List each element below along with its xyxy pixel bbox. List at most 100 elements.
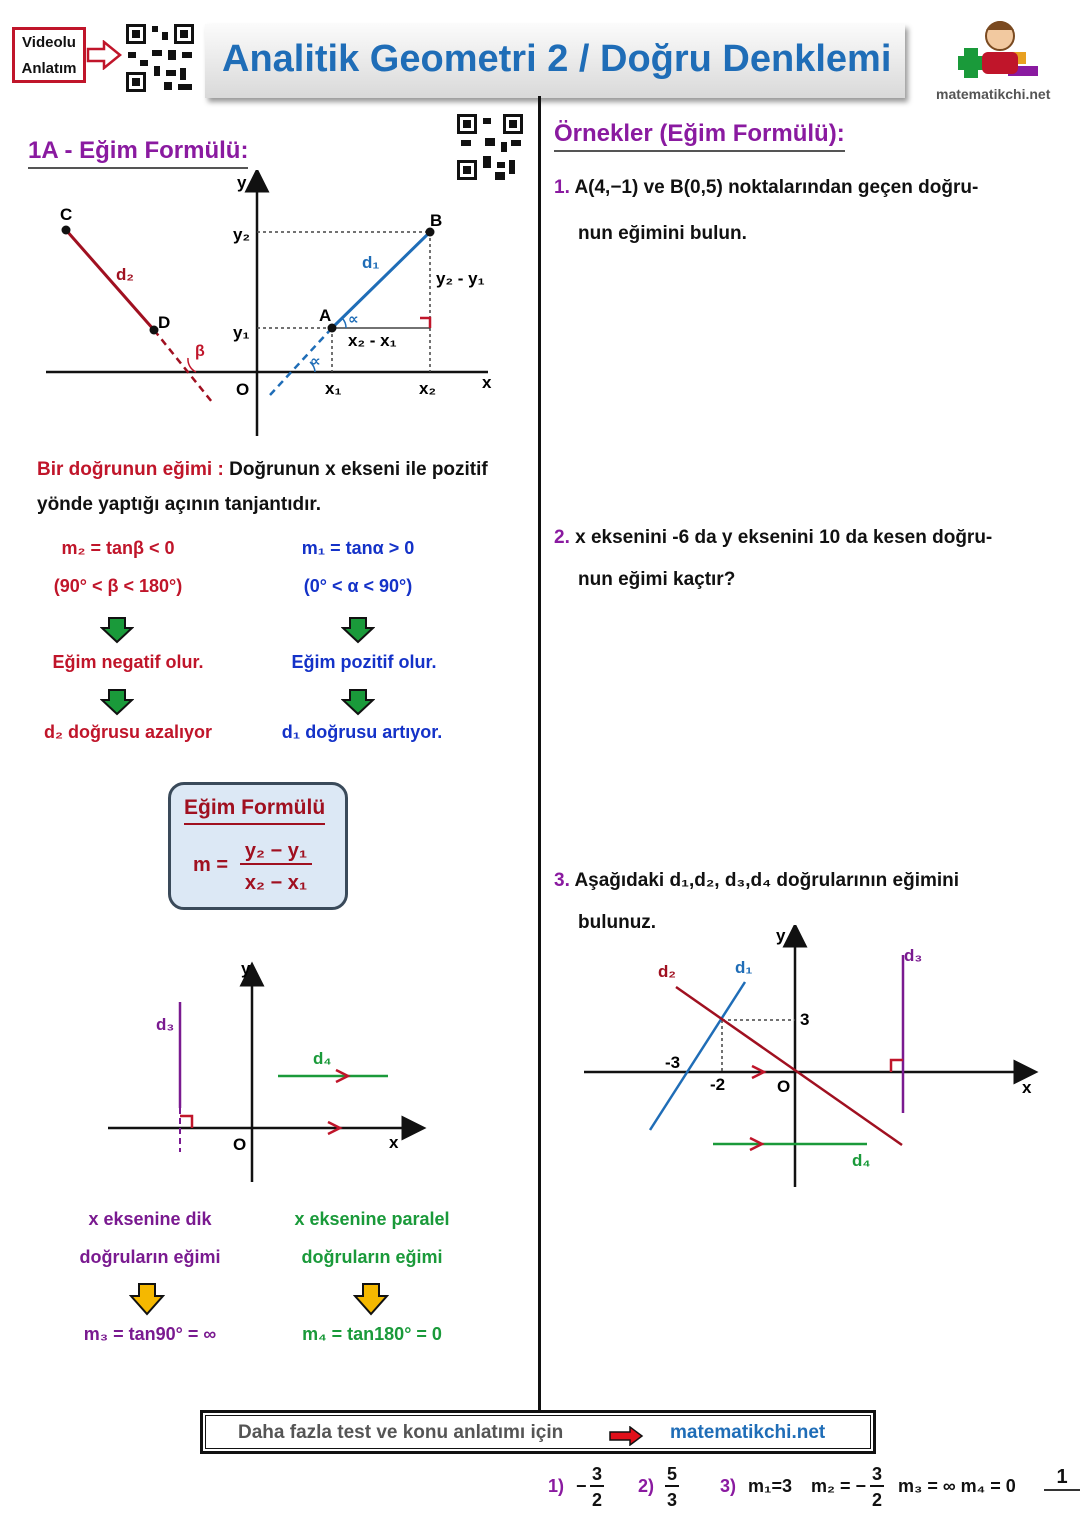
- slope-figure: C D B A O x y y₂ y₁ x₁ x₂ d₁ d₂ β ∝ ∝ y₂…: [46, 170, 492, 436]
- label-d1: d₁: [362, 253, 379, 272]
- label-dy: y₂ - y₁: [436, 269, 485, 288]
- label-y2: y₂: [233, 225, 250, 244]
- answer-2-den: 3: [666, 1490, 677, 1510]
- formula-denominator: x₂ − x₁: [244, 872, 308, 894]
- video-label-1: Videolu: [22, 34, 76, 51]
- answer-3-num: 3: [870, 1464, 884, 1487]
- arrow-down-icon: [129, 1283, 165, 1316]
- question-3-line1: Aşağıdaki d₁,d₂, d₃,d₄ doğrularının eğim…: [574, 870, 960, 891]
- page-title: Analitik Geometri 2 / Doğru Denklemi: [222, 38, 892, 80]
- answer-3-den: 2: [871, 1490, 882, 1510]
- label-x2: x₂: [419, 379, 436, 398]
- line-d1: [330, 230, 432, 330]
- label-B: B: [430, 211, 442, 230]
- answer-2-label: 2): [638, 1476, 655, 1496]
- m3-formula: m₃ = tan90° = ∞: [83, 1324, 217, 1344]
- answer-1-sign: −: [576, 1476, 587, 1496]
- question-1-number: 1.: [554, 177, 570, 198]
- page-number: 1: [1044, 1466, 1080, 1491]
- header-bar: [205, 24, 905, 98]
- positive-slope-text: Eğim pozitif olur.: [291, 652, 437, 672]
- label-A: A: [319, 306, 331, 325]
- arrow-down-icon: [341, 689, 375, 716]
- label-dx: x₂ - x₁: [348, 331, 397, 350]
- formula-m: m =: [193, 854, 229, 876]
- d1-increasing-text: d₁ doğrusu artıyor.: [281, 722, 443, 742]
- qr-code-icon[interactable]: [124, 22, 196, 94]
- label-x: x: [482, 373, 492, 392]
- qr-code-icon[interactable]: [455, 112, 525, 182]
- label-y1: y₁: [233, 323, 250, 342]
- definition-term: Bir doğrunun eğimi :: [37, 459, 224, 480]
- label-d3: d₃: [156, 1015, 174, 1034]
- arrow-down-icon: [100, 689, 134, 716]
- d2-decreasing-text: d₂ doğrusu azalıyor: [43, 722, 213, 742]
- arrow-right-icon: [609, 1426, 644, 1446]
- label-d2: d₂: [116, 265, 134, 284]
- question-2: 2. x eksenini -6 da y eksenini 10 da kes…: [554, 527, 992, 549]
- video-label-2: Anlatım: [21, 60, 77, 77]
- formula-m1: m₁ = tanα > 0: [301, 538, 415, 558]
- arrow-right-icon: [86, 40, 122, 70]
- column-divider: [538, 96, 541, 1412]
- parallel-line1: x eksenine paralel: [294, 1209, 450, 1229]
- label-y: y: [237, 173, 247, 192]
- definition-text: Doğrunun x ekseni ile pozitif yönde yapt…: [37, 459, 488, 515]
- line-d1: [648, 981, 747, 1131]
- label-d4: d₄: [313, 1049, 332, 1068]
- answer-3-label: 3): [720, 1476, 737, 1496]
- label-D: D: [158, 313, 170, 332]
- question-3: 3. Aşağıdaki d₁,d₂, d₃,d₄ doğrularının e…: [554, 870, 959, 892]
- question-2-line2: nun eğimi kaçtır?: [578, 569, 736, 590]
- label-O: O: [236, 380, 249, 399]
- arrow-down-icon: [353, 1283, 389, 1316]
- label-d4: d₄: [852, 1151, 871, 1170]
- answer-1-num: 3: [590, 1464, 604, 1487]
- line-d2: [64, 229, 156, 331]
- formula-m2: m₂ = tanβ < 0: [61, 538, 175, 558]
- formula-numerator: y₂ − y₁: [240, 840, 312, 865]
- arrow-down-icon: [341, 617, 375, 644]
- label-d3: d₃: [904, 946, 922, 965]
- video-lesson-badge[interactable]: Videolu Anlatım: [12, 27, 86, 83]
- slope-formula-box: [168, 782, 348, 910]
- label-alpha-1: ∝: [348, 311, 359, 328]
- label-d1: d₁: [735, 958, 752, 977]
- range-alpha: (0° < α < 90°): [303, 576, 413, 596]
- arrow-down-icon: [100, 617, 134, 644]
- m4-formula: m₄ = tan180° = 0: [302, 1324, 442, 1344]
- label-y: y: [776, 926, 786, 945]
- formula-box-title: Eğim Formülü: [184, 796, 326, 825]
- answer-3-m1: m₁=3: [748, 1476, 792, 1496]
- answer-1-label: 1): [548, 1476, 565, 1496]
- question-1: 1. A(4,−1) ve B(0,5) noktalarından geçen…: [554, 177, 978, 199]
- perp-line2: doğruların eğimi: [79, 1247, 221, 1267]
- perpendicular-parallel-figure: d₃ d₄ O x y: [108, 959, 427, 1182]
- label-neg2: -2: [710, 1075, 725, 1094]
- examples-title: Örnekler (Eğim Formülü):: [554, 120, 845, 152]
- label-beta: β: [195, 343, 205, 360]
- label-x1: x₁: [325, 379, 342, 398]
- footer-link[interactable]: matematikchi.net: [670, 1422, 826, 1443]
- perp-line1: x eksenine dik: [88, 1209, 212, 1229]
- label-x: x: [389, 1133, 399, 1152]
- question-2-line1: x eksenini -6 da y eksenini 10 da kesen …: [575, 527, 993, 548]
- answer-1-den: 2: [591, 1490, 602, 1510]
- question-1-line2: nun eğimini bulun.: [578, 223, 747, 244]
- question-1-line1: A(4,−1) ve B(0,5) noktalarından geçen do…: [574, 177, 979, 198]
- label-3: 3: [800, 1010, 809, 1029]
- answer-3-m2: m₂ = −: [811, 1476, 867, 1496]
- slope-definition: Bir doğrunun eğimi : Doğrunun x ekseni i…: [37, 452, 507, 522]
- question-3-number: 3.: [554, 870, 570, 891]
- label-neg3: -3: [665, 1053, 680, 1072]
- label-y: y: [241, 959, 251, 978]
- answer-3-m3-m4: m₃ = ∞ m₄ = 0: [898, 1476, 1016, 1496]
- line-d2: [675, 985, 903, 1147]
- footer-banner[interactable]: [200, 1410, 876, 1454]
- four-lines-figure: d₁ d₂ d₃ d₄ -3 -2 3 O x y: [584, 925, 1039, 1187]
- mascot-logo-icon: [958, 21, 1038, 78]
- label-d2: d₂: [658, 962, 676, 981]
- answer-2-num: 5: [665, 1464, 679, 1487]
- label-O: O: [777, 1077, 790, 1096]
- brand-text: matematikchi.net: [936, 86, 1051, 102]
